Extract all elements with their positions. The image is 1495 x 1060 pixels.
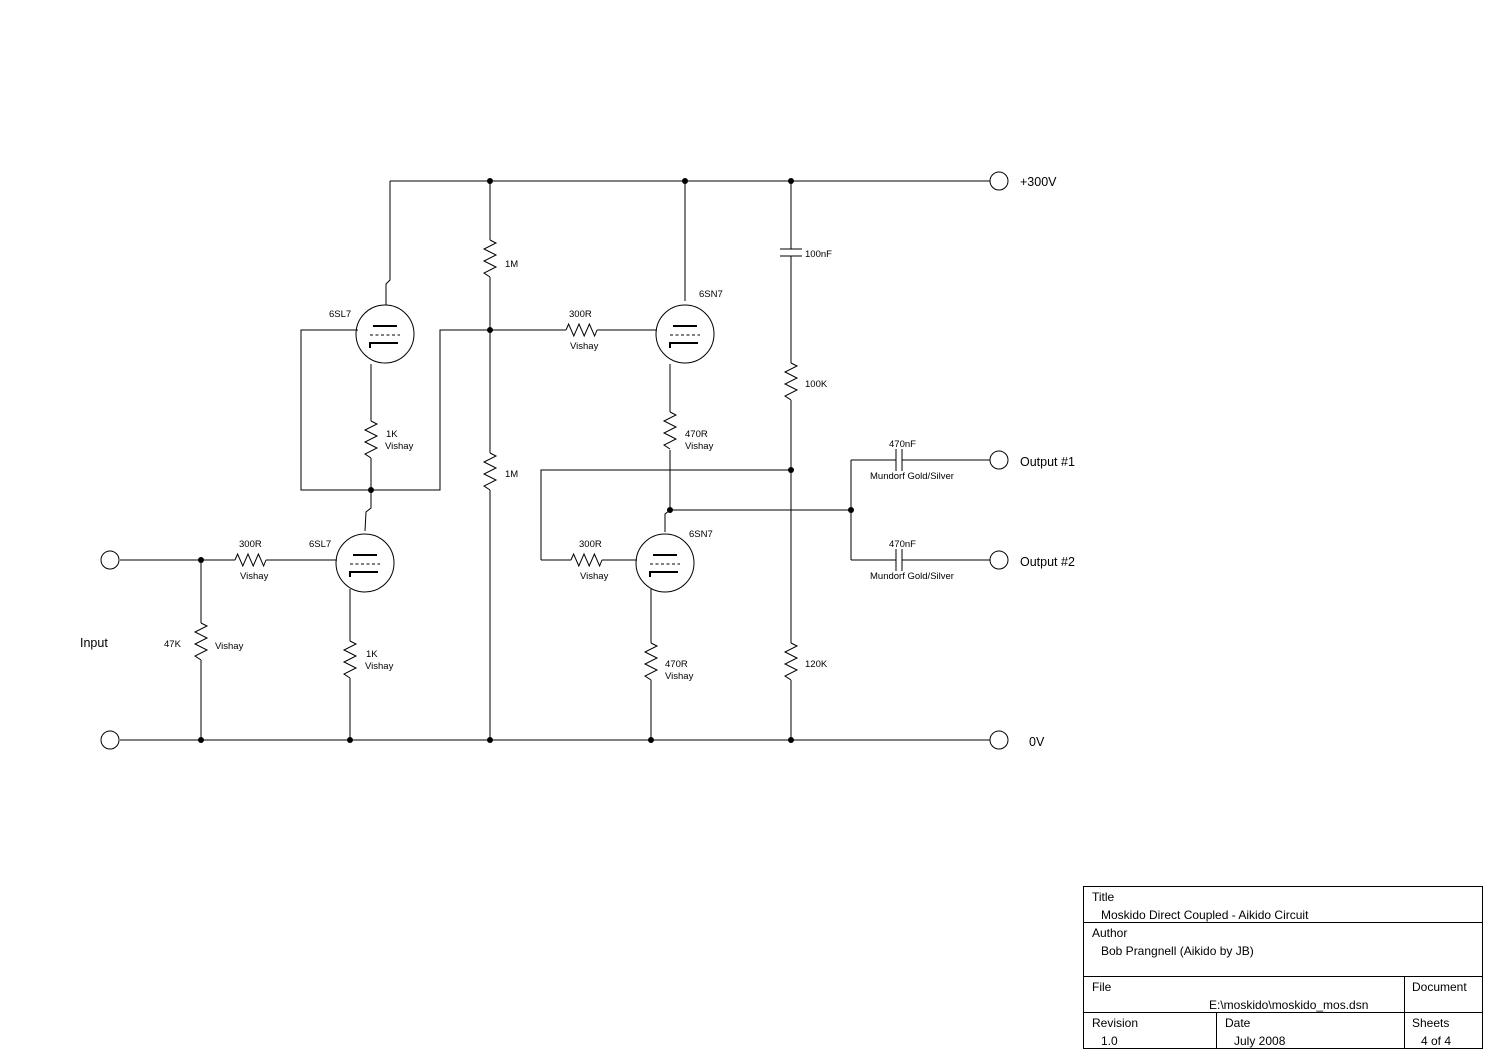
- resistor-r-cathode-lower1: [342, 640, 358, 679]
- r-div-bottom-value: 1M: [505, 469, 518, 480]
- resistor-r-fb-bottom: [783, 642, 799, 681]
- resistor-r-grid-upper2: [565, 322, 598, 338]
- revision-value: 1.0: [1101, 1034, 1118, 1048]
- date-header: Date: [1225, 1016, 1251, 1030]
- c-out2-note: Mundorf Gold/Silver: [870, 571, 954, 582]
- r-input-value: 47K: [164, 639, 182, 650]
- ground-label: 0V: [1029, 735, 1045, 749]
- output-1-label: Output #1: [1020, 455, 1075, 469]
- document-header: Document: [1412, 980, 1467, 994]
- title-value: Moskido Direct Coupled - Aikido Circuit: [1101, 908, 1309, 922]
- resistor-r-div-top: [482, 239, 498, 278]
- terminal-output-2[interactable]: [989, 550, 1009, 570]
- r-cathode-lower2-note: Vishay: [665, 671, 694, 682]
- r-fb-bottom-value: 120K: [805, 659, 828, 670]
- tube-v1-lower: [335, 533, 395, 593]
- capacitor-c-supply: [780, 248, 802, 257]
- terminal-output-1[interactable]: [989, 450, 1009, 470]
- resistor-r-in-grid: [234, 552, 267, 568]
- circuit-wires: [120, 181, 990, 740]
- r-cathode-upper1-value: 1K: [386, 429, 398, 440]
- revision-header: Revision: [1092, 1016, 1139, 1030]
- tube-v1-upper: [355, 304, 415, 364]
- tube-v2-lower-label: 6SN7: [689, 529, 713, 540]
- author-value: Bob Prangnell (Aikido by JB): [1101, 944, 1254, 958]
- terminal-supply[interactable]: [989, 171, 1009, 191]
- terminal-ground[interactable]: [989, 730, 1009, 750]
- supply-label: +300V: [1020, 175, 1057, 189]
- r-grid-upper2-value: 300R: [569, 309, 592, 320]
- resistor-r-input: [193, 622, 209, 661]
- r-cathode-lower1-note: Vishay: [365, 661, 394, 672]
- file-header: File: [1092, 980, 1112, 994]
- sheets-header: Sheets: [1412, 1016, 1450, 1030]
- r-cathode-lower2-value: 470R: [665, 659, 688, 670]
- r-input-note: Vishay: [215, 641, 244, 652]
- c-out2-value: 470nF: [889, 539, 916, 550]
- resistor-r-cathode-upper2: [662, 411, 678, 450]
- r-in-grid-value: 300R: [239, 539, 262, 550]
- resistor-r-grid-lower2: [570, 552, 603, 568]
- junction-dots: [198, 178, 854, 743]
- r-grid-upper2-note: Vishay: [570, 341, 599, 352]
- terminal-input[interactable]: [100, 550, 120, 570]
- r-cathode-upper1-note: Vishay: [385, 441, 414, 452]
- resistor-r-fb-top: [783, 362, 799, 401]
- r-fb-top-value: 100K: [805, 379, 828, 390]
- sheets-value: 4 of 4: [1421, 1034, 1452, 1048]
- c-out1-note: Mundorf Gold/Silver: [870, 471, 954, 482]
- tube-v1-upper-label: 6SL7: [329, 309, 351, 320]
- input-label: Input: [80, 636, 108, 650]
- file-value: E:\moskido\moskido_mos.dsn: [1209, 998, 1369, 1012]
- tube-v2-upper-label: 6SN7: [699, 289, 723, 300]
- r-cathode-lower1-value: 1K: [366, 649, 378, 660]
- author-header: Author: [1092, 926, 1128, 940]
- r-in-grid-note: Vishay: [240, 571, 269, 582]
- r-grid-lower2-value: 300R: [579, 539, 602, 550]
- c-supply-value: 100nF: [805, 249, 832, 260]
- date-value: July 2008: [1234, 1034, 1286, 1048]
- resistor-r-div-bottom: [482, 452, 498, 491]
- c-out1-value: 470nF: [889, 439, 916, 450]
- r-div-top-value: 1M: [505, 259, 518, 270]
- output-2-label: Output #2: [1020, 555, 1075, 569]
- r-cathode-upper2-value: 470R: [685, 429, 708, 440]
- tube-v2-upper: [655, 304, 715, 364]
- capacitor-c-out2: [895, 549, 903, 571]
- resistor-r-cathode-lower2: [643, 642, 659, 681]
- title-block: Title Moskido Direct Coupled - Aikido Ci…: [1083, 886, 1483, 1049]
- terminal-input-ground[interactable]: [100, 730, 120, 750]
- tube-v1-lower-label: 6SL7: [309, 539, 331, 550]
- resistor-r-cathode-upper1: [363, 420, 379, 459]
- r-grid-lower2-note: Vishay: [580, 571, 609, 582]
- tube-v2-lower: [635, 533, 695, 593]
- r-cathode-upper2-note: Vishay: [685, 441, 714, 452]
- title-header: Title: [1092, 890, 1115, 904]
- capacitor-c-out1: [895, 449, 903, 471]
